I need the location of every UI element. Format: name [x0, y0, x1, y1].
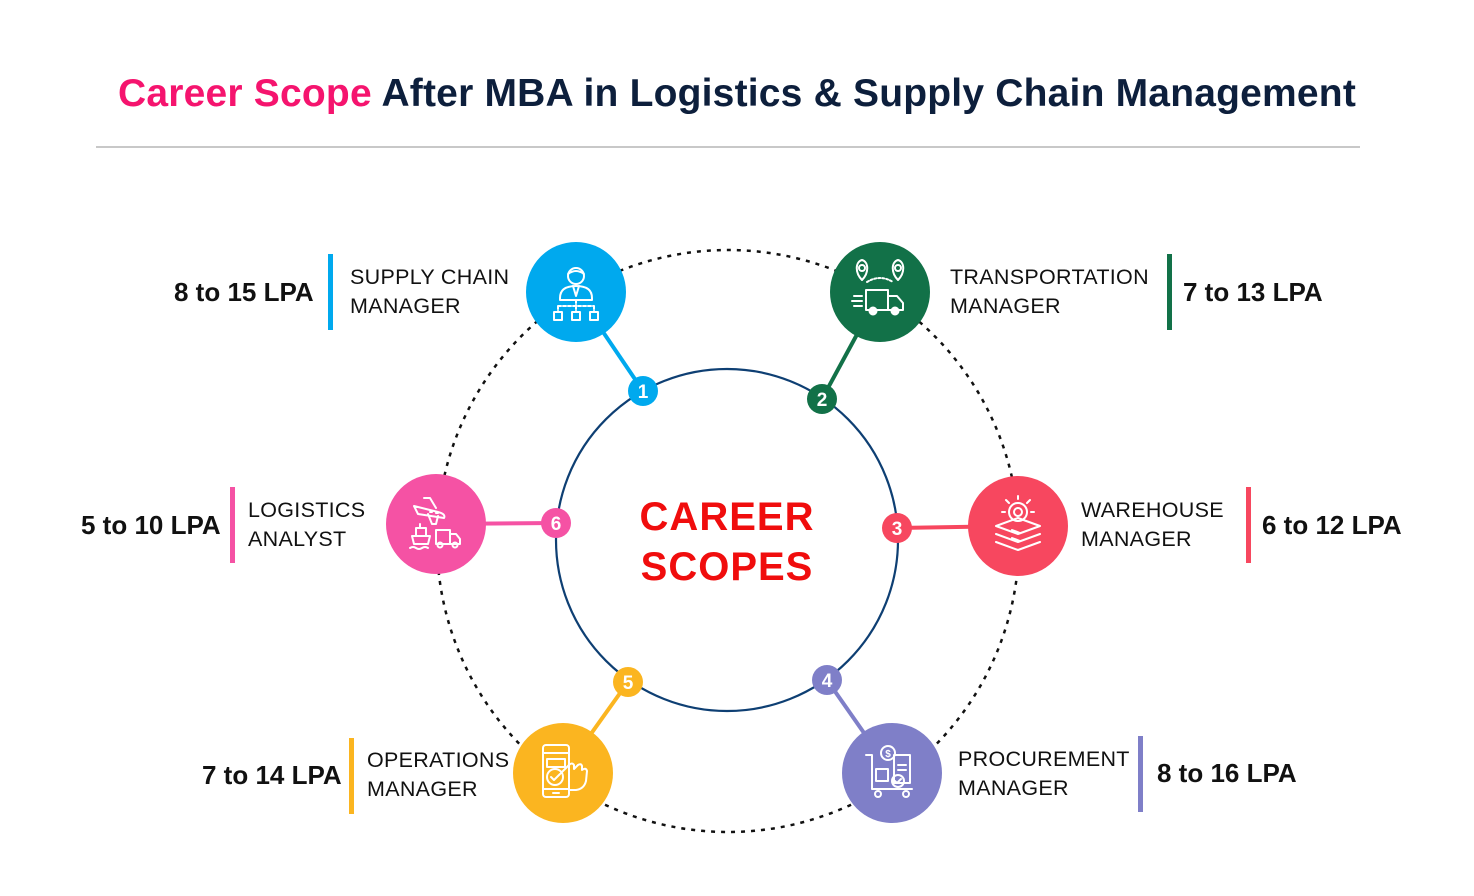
procurement-cart-icon: $	[865, 745, 913, 798]
career-5-title: OPERATIONS MANAGER	[367, 746, 509, 804]
career-2-title: TRANSPORTATION MANAGER	[950, 263, 1149, 321]
badge-number: 1	[638, 382, 649, 403]
badge-number: 5	[623, 673, 634, 694]
career-5-icon-node	[513, 723, 613, 823]
career-1-salary: 8 to 15 LPA	[174, 277, 314, 307]
career-6-title: LOGISTICS ANALYST	[248, 496, 365, 554]
career-4-title: PROCUREMENT MANAGER	[958, 745, 1130, 803]
career-1-icon-node	[526, 242, 626, 342]
badge-circle	[541, 508, 571, 538]
career-1-divider	[328, 254, 333, 330]
badge-number: 2	[817, 390, 828, 411]
delivery-truck-route-icon	[851, 259, 905, 316]
career-3-number-badge: 3	[882, 513, 912, 543]
career-6-number-badge: 6	[541, 508, 571, 538]
plane-ship-truck-icon	[409, 497, 461, 550]
career-5-number-badge: 5	[613, 667, 643, 697]
career-2-icon-node	[830, 242, 930, 342]
career-3-divider	[1246, 487, 1251, 563]
career-2-title-line1: TRANSPORTATION	[950, 265, 1149, 289]
career-4-icon-circle	[842, 723, 942, 823]
career-4-number-badge: 4	[812, 665, 842, 695]
career-1-number-badge: 1	[628, 376, 658, 406]
career-3-title-line2: MANAGER	[1081, 527, 1192, 551]
title-accent: Career Scope	[117, 72, 372, 115]
career-1-title: SUPPLY CHAIN MANAGER	[350, 263, 509, 321]
career-4-divider	[1138, 736, 1143, 812]
manager-hierarchy-icon	[553, 267, 599, 321]
career-4-icon-node: $	[842, 723, 942, 823]
career-2-number-badge: 2	[807, 384, 837, 414]
badge-circle	[613, 667, 643, 697]
badge-circle	[628, 376, 658, 406]
career-6-icon-node	[386, 474, 486, 574]
career-6-title-line1: LOGISTICS	[248, 498, 366, 522]
career-5-salary: 7 to 14 LPA	[202, 760, 342, 790]
badge-number: 3	[892, 519, 903, 540]
title-divider	[96, 146, 1360, 148]
badge-circle	[807, 384, 837, 414]
center-title-line1: CAREER	[639, 495, 815, 539]
badge-circle	[882, 513, 912, 543]
mobile-touch-check-icon	[542, 744, 588, 798]
svg-text:$: $	[885, 749, 891, 760]
badge-number: 6	[551, 514, 562, 535]
career-3-title-line1: WAREHOUSE	[1081, 498, 1224, 522]
career-6-title-line2: ANALYST	[248, 527, 347, 551]
career-2-icon-circle	[830, 242, 930, 342]
page-title: Career Scope After MBA in Logistics & Su…	[0, 72, 1474, 116]
career-6-salary: 5 to 10 LPA	[81, 510, 221, 540]
career-4-title-line1: PROCUREMENT	[958, 747, 1130, 771]
career-3-title: WAREHOUSE MANAGER	[1081, 496, 1224, 554]
career-1-icon-circle	[526, 242, 626, 342]
career-4-salary: 8 to 16 LPA	[1157, 758, 1297, 788]
career-2-title-line2: MANAGER	[950, 294, 1061, 318]
career-6-divider	[230, 487, 235, 563]
career-5-title-line1: OPERATIONS	[367, 748, 510, 772]
career-3-salary: 6 to 12 LPA	[1262, 510, 1402, 540]
career-3-icon-node	[968, 476, 1068, 576]
career-4-title-line2: MANAGER	[958, 776, 1069, 800]
stacked-layers-gear-icon	[995, 495, 1041, 551]
career-5-divider	[349, 738, 354, 814]
career-5-title-line2: MANAGER	[367, 777, 478, 801]
career-2-divider	[1167, 254, 1172, 330]
badge-number: 4	[822, 671, 833, 692]
career-1-title-line1: SUPPLY CHAIN	[350, 265, 510, 289]
title-rest: After MBA in Logistics & Supply Chain Ma…	[381, 72, 1357, 115]
career-3-icon-circle	[968, 476, 1068, 576]
career-1-title-line2: MANAGER	[350, 294, 461, 318]
career-2-salary: 7 to 13 LPA	[1183, 277, 1323, 307]
center-title: CAREER SCOPES	[577, 492, 877, 592]
center-title-line2: SCOPES	[640, 545, 814, 589]
badge-circle	[812, 665, 842, 695]
